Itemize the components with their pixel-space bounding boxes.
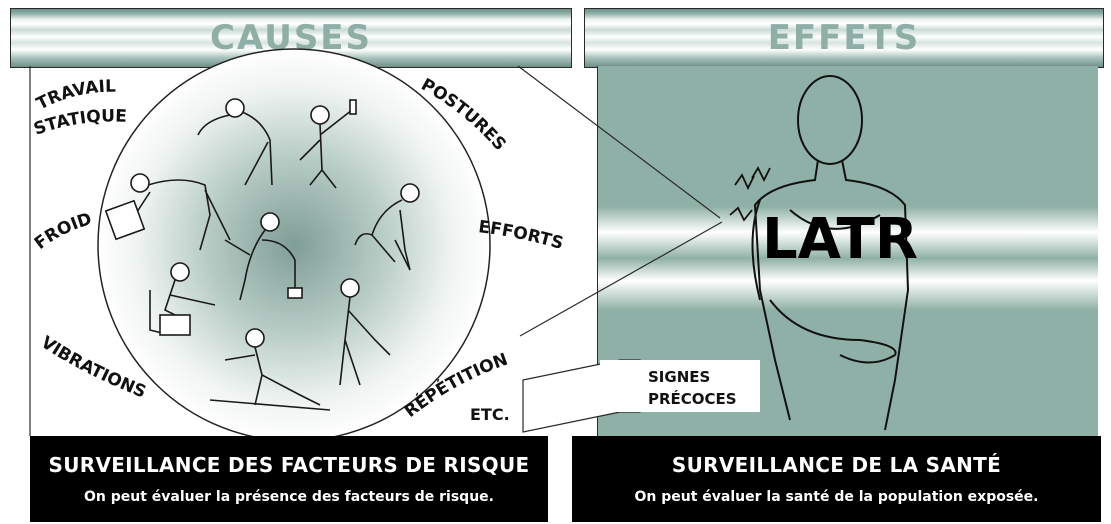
worker-seated bbox=[149, 262, 216, 336]
worker-bending-top bbox=[197, 98, 273, 186]
factor-froid: FROID bbox=[31, 209, 94, 254]
signes-line1: SIGNES bbox=[648, 368, 710, 386]
latr-label: LATR bbox=[762, 207, 918, 272]
arrow-lower-line bbox=[519, 221, 723, 337]
worker-hammer bbox=[209, 328, 331, 411]
worker-standing bbox=[339, 278, 391, 386]
worker-sketches bbox=[104, 98, 420, 411]
factor-etc: ETC. bbox=[470, 405, 510, 424]
work-factors-circle bbox=[97, 48, 491, 442]
risk-surveillance-subtitle: On peut évaluer la présence des facteurs… bbox=[84, 489, 494, 505]
arrow-upper-line bbox=[517, 65, 721, 219]
health-surveillance-bar: SURVEILLANCE DE LA SANTÉ On peut évaluer… bbox=[572, 436, 1101, 522]
worker-center bbox=[224, 212, 303, 301]
risk-factors-surveillance-bar: SURVEILLANCE DES FACTEURS DE RISQUE On p… bbox=[30, 436, 548, 522]
head-outline bbox=[797, 75, 863, 165]
risk-surveillance-title: SURVEILLANCE DES FACTEURS DE RISQUE bbox=[48, 453, 530, 477]
signes-callout-box bbox=[600, 360, 760, 412]
signes-line2: PRÉCOCES bbox=[648, 389, 737, 408]
human-torso-figure bbox=[751, 75, 910, 431]
effets-title: EFFETS bbox=[767, 18, 921, 58]
health-surveillance-title: SURVEILLANCE DE LA SANTÉ bbox=[671, 453, 1002, 477]
worker-tool-top bbox=[299, 99, 357, 189]
pain-marks bbox=[729, 166, 771, 222]
worker-drill bbox=[354, 183, 420, 271]
health-surveillance-subtitle: On peut évaluer la santé de la populatio… bbox=[634, 489, 1039, 505]
worker-lifting bbox=[104, 173, 231, 251]
